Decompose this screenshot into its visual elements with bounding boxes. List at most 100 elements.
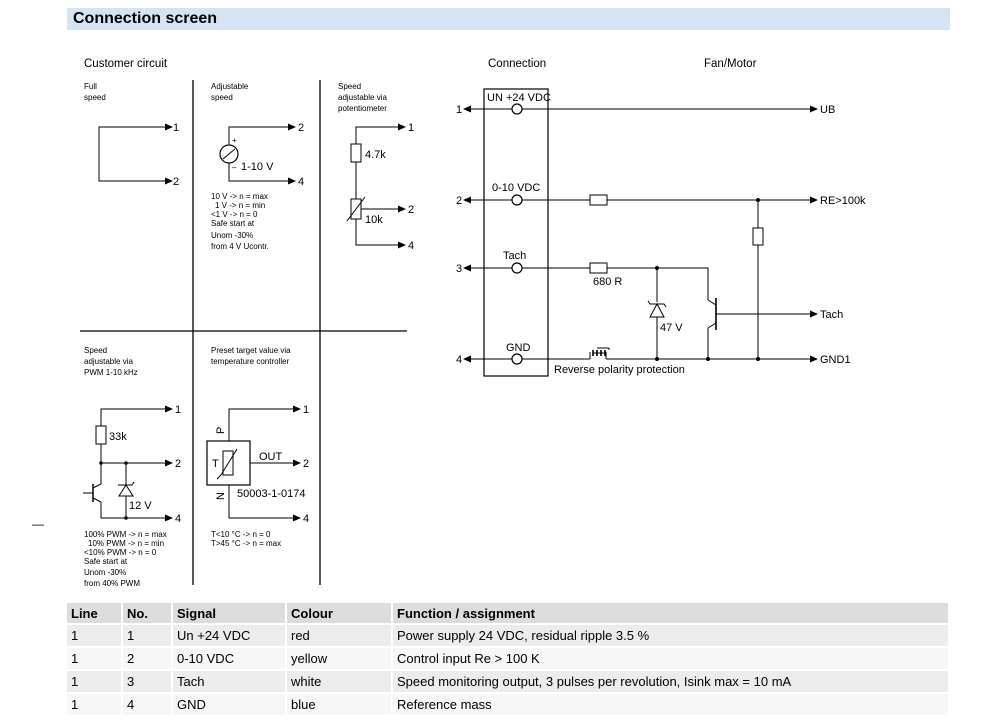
pot-r2-value: 10k [365,214,383,226]
pin-2-label: 0-10 VDC [492,182,540,194]
adjustable-note-4: Safe start at [211,219,255,228]
table-header-row: Line No. Signal Colour Function / assign… [67,603,950,623]
pulldown-resistor-icon [752,227,764,246]
grid-dividers [80,80,407,585]
pwm-terminal-2: 2 [175,458,181,470]
column-header-line: Line [67,603,123,623]
fan-motor-heading: Fan/Motor [704,58,757,70]
signal-table: Line No. Signal Colour Function / assign… [67,603,950,715]
column-header-colour: Colour [287,603,393,623]
adjustable-label-2: speed [211,93,233,102]
pwm-note-3: <10% PWM -> n = 0 [84,548,157,557]
temp-p-label: P [215,427,227,434]
cell-no: 2 [123,646,173,669]
adjustable-note-6: from 4 V Ucontr. [211,242,269,251]
temp-out-label: OUT [259,451,283,463]
pwm-circuit: Speed adjustable via PWM 1-10 kHz 33k 12… [83,346,181,588]
cell-function: Control input Re > 100 K [393,646,950,669]
pwm-note-5: Unom -30% [84,568,126,577]
column-header-signal: Signal [173,603,287,623]
adjustable-voltage: 1-10 V [241,161,274,173]
temp-part-number: 50003-1-0174 [237,488,306,500]
cell-no: 4 [123,692,173,715]
pot-terminal-2: 2 [408,204,414,216]
connection-diagram: Customer circuit Full speed 1 2 Adjustab… [80,58,866,588]
cell-signal: Un +24 VDC [173,623,287,646]
cell-colour: red [287,623,393,646]
pin-2-connector-icon [511,194,523,206]
adjustable-label-1: Adjustable [211,82,249,91]
temp-label-1: Preset target value via [211,346,291,355]
cell-function: Speed monitoring output, 3 pulses per re… [393,669,950,692]
page-title: Connection screen [73,10,218,27]
tach-resistor-value: 680 R [593,276,622,288]
pwm-note-6: from 40% PWM [84,579,140,588]
full-speed-terminal-2: 2 [173,176,179,188]
pwm-note-4: Safe start at [84,557,128,566]
pwm-label-2: adjustable via [84,357,133,366]
temp-t-label: T [212,458,219,470]
potentiometer-circuit: Speed adjustable via potentiometer 4.7k … [338,82,414,252]
adjustable-speed-circuit: Adjustable speed + – 1-10 V 2 4 10 V -> … [211,82,304,251]
temp-terminal-1: 1 [303,404,309,416]
temp-note-2: T>45 °C -> n = max [211,539,281,548]
pwm-zener-value: 12 V [129,500,152,512]
temp-terminal-2: 2 [303,458,309,470]
pin-2-number: 2 [456,195,462,207]
dash-mark: — [32,517,44,531]
full-speed-circuit: Full speed 1 2 [84,82,179,188]
pot-label-2: adjustable via [338,93,387,102]
pot-terminal-1: 1 [408,122,414,134]
output-tach: Tach [820,309,843,321]
connector-box [483,88,549,377]
pin-1-number: 1 [456,104,462,116]
column-header-function: Function / assignment [393,603,950,623]
pot-label-1: Speed [338,82,361,91]
pin-3-label: Tach [503,250,526,262]
pwm-note-2: 10% PWM -> n = min [88,539,164,548]
customer-circuit-heading: Customer circuit [84,58,168,70]
adjustable-terminal-4: 4 [298,176,304,188]
pot-r1-value: 4.7k [365,149,386,161]
cell-signal: GND [173,692,287,715]
table-row: 1 2 0-10 VDC yellow Control input Re > 1… [67,646,950,669]
wiring [463,105,818,363]
output-ub: UB [820,104,835,116]
full-speed-label-1: Full [84,82,97,91]
pin-4-connector-icon [511,353,523,365]
pwm-label-1: Speed [84,346,107,355]
pot-terminal-4: 4 [408,240,414,252]
pwm-label-3: PWM 1-10 kHz [84,368,138,377]
cell-colour: blue [287,692,393,715]
pin-1-label: UN +24 VDC [487,92,551,104]
cell-line: 1 [67,646,123,669]
cell-line: 1 [67,623,123,646]
column-header-no: No. [123,603,173,623]
table-row: 1 1 Un +24 VDC red Power supply 24 VDC, … [67,623,950,646]
cell-colour: white [287,669,393,692]
pin-1-connector-icon [511,103,523,115]
temperature-circuit: Preset target value via temperature cont… [206,346,309,548]
minus-sign: – [232,163,237,172]
temp-note-1: T<10 °C -> n = 0 [211,530,271,539]
zener-47v-icon [649,302,665,318]
pin-3-connector-icon [511,262,523,274]
adjustable-note-5: Unom -30% [211,231,253,240]
pin-4-number: 4 [456,354,462,366]
cell-no: 1 [123,623,173,646]
temp-terminal-4: 4 [303,513,309,525]
cell-colour: yellow [287,646,393,669]
resistor-4k7-icon [350,143,362,163]
table-row: 1 3 Tach white Speed monitoring output, … [67,669,950,692]
resistor-33k-icon [95,425,107,445]
full-speed-label-2: speed [84,93,106,102]
cell-function: Power supply 24 VDC, residual ripple 3.5… [393,623,950,646]
adjustable-note-2: 1 V -> n = min [215,201,265,210]
input-resistor-icon [589,194,608,206]
adjustable-terminal-2: 2 [298,122,304,134]
pwm-note-1: 100% PWM -> n = max [84,530,167,539]
reverse-polarity-fet-icon [588,347,610,360]
title-bar: Connection screen [67,8,950,30]
cell-function: Reference mass [393,692,950,715]
pwm-resistor-value: 33k [109,431,127,443]
